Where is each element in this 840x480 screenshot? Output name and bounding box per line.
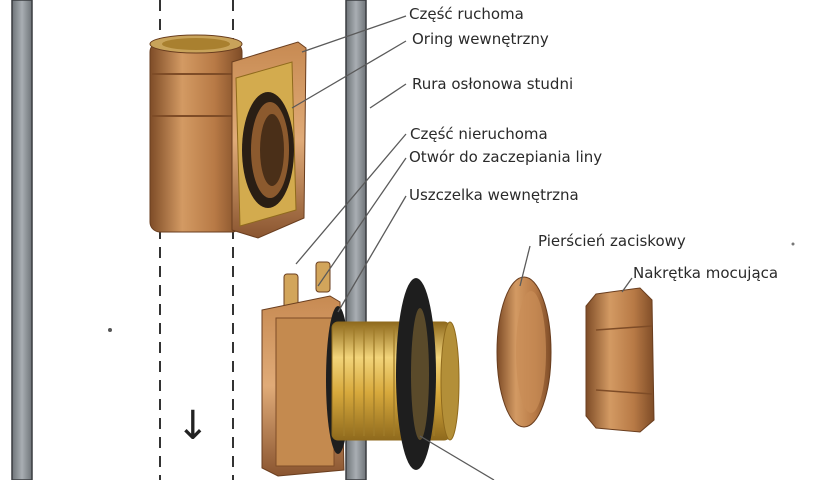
mounting-nut xyxy=(585,287,655,433)
outer-gasket xyxy=(396,278,436,470)
label-czesc-nieruchoma: Część nieruchoma xyxy=(410,125,548,143)
label-nakretka-mocujaca: Nakrętka mocująca xyxy=(633,264,779,282)
movable-part xyxy=(149,34,307,239)
label-uszczelka-wewnetrzna: Uszczelka wewnętrzna xyxy=(409,186,579,204)
label-oring-wewnetrzny: Oring wewnętrzny xyxy=(412,30,549,48)
label-czesc-ruchoma: Część ruchoma xyxy=(409,5,524,23)
speck xyxy=(791,242,795,246)
down-arrow-icon: ↓ xyxy=(176,403,210,449)
label-pierscien-zaciskowy: Pierścień zaciskowy xyxy=(538,232,686,250)
left-pipe-wall xyxy=(11,0,33,480)
label-otwor-liny: Otwór do zaczepiania liny xyxy=(409,148,603,166)
clamping-ring xyxy=(496,276,552,428)
leader-lines xyxy=(291,15,633,480)
label-rura-oslonowa: Rura osłonowa studni xyxy=(412,75,574,93)
speck xyxy=(108,328,112,332)
